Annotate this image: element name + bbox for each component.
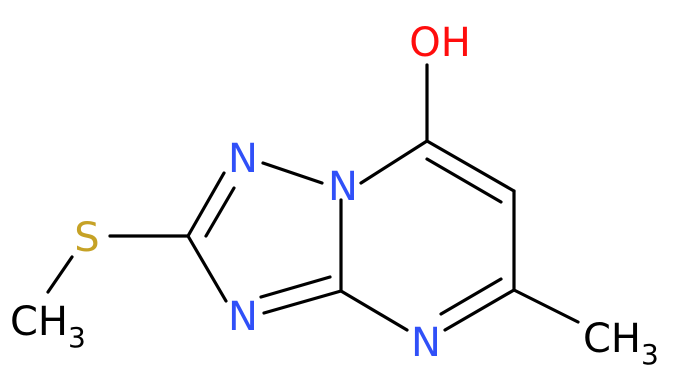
bond-s-ch3 — [46, 255, 74, 294]
atom-ch3-right: CH3 — [583, 316, 659, 371]
bond-c5-ch3 — [512, 288, 580, 324]
bond-c5-n4 — [443, 288, 516, 332]
bond-n1-c2 — [186, 171, 226, 238]
bond-c2-n3 — [186, 234, 228, 303]
atom-s: S — [74, 215, 99, 261]
atom-labels: OH N N N N S CH3 CH3 — [10, 20, 659, 371]
atom-ch3-right-sub: 3 — [641, 338, 659, 371]
atom-n4: N — [411, 320, 441, 366]
bond-nbridge-n1 — [261, 161, 324, 185]
atom-n-bridge: N — [328, 164, 358, 210]
bond-n4-c3a — [339, 289, 409, 332]
atom-ch3-right-c: CH — [583, 316, 641, 362]
bond-c7-c6-inner — [425, 157, 503, 204]
bond-n3-c3a-inner — [259, 275, 332, 299]
atom-ch3-left: CH3 — [10, 299, 86, 354]
atom-n1: N — [228, 136, 258, 182]
bonds — [46, 63, 580, 332]
bond-n1-c2-inner — [204, 186, 236, 238]
bond-c7-c6 — [425, 139, 516, 193]
bond-c5-n4-inner — [439, 277, 503, 316]
atom-ch3-left-c: CH — [10, 299, 68, 345]
bond-n3-c3a — [262, 289, 343, 315]
bond-nbridge-c7 — [359, 139, 429, 185]
atom-ch3-left-sub: 3 — [68, 321, 86, 354]
atom-oh: OH — [409, 20, 471, 66]
atom-n3: N — [228, 294, 258, 340]
